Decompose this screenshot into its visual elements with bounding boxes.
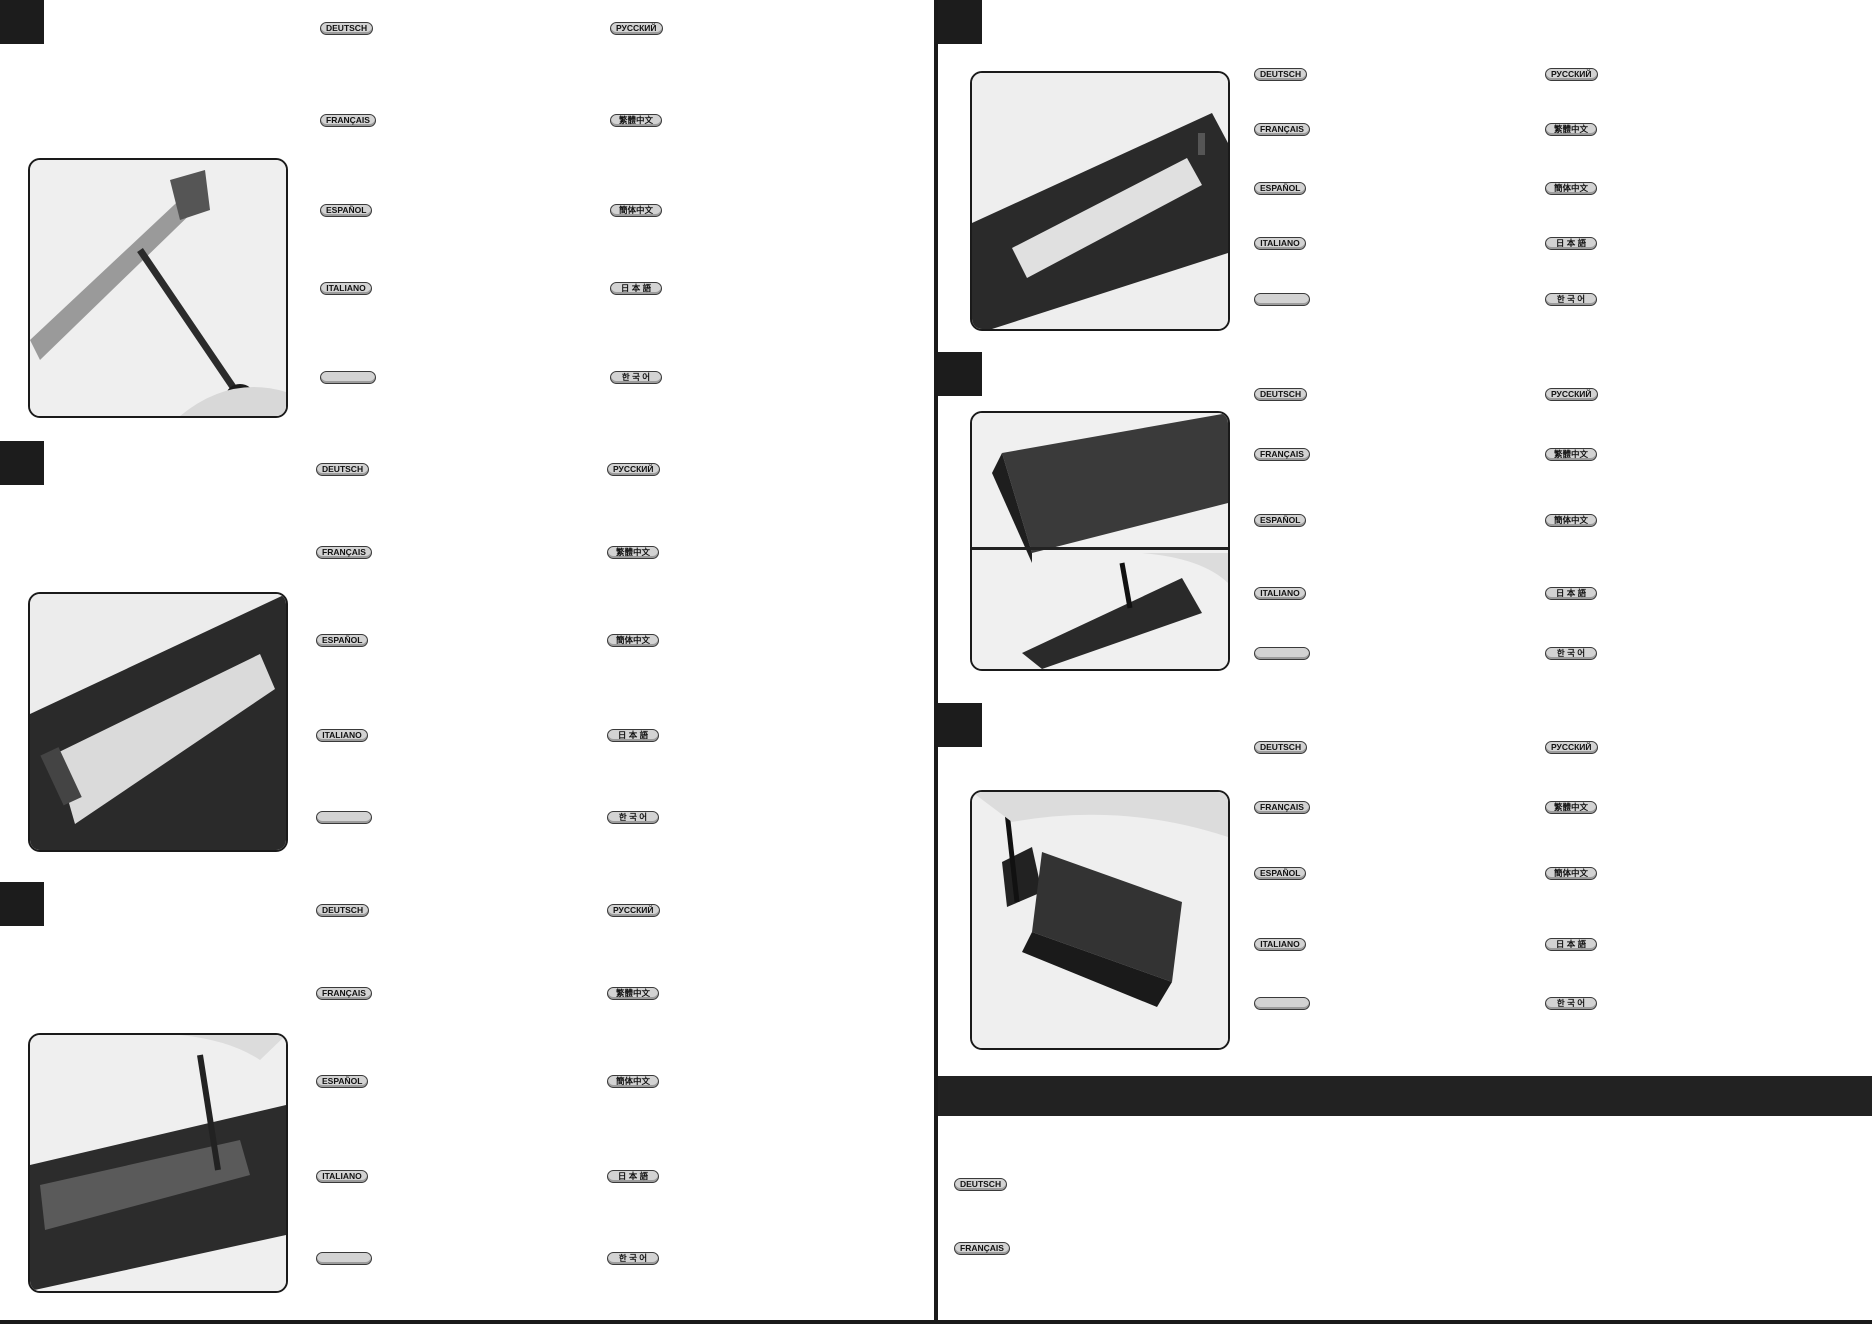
lang-label-japanese: 日 本 語 <box>607 729 659 742</box>
photo-step-6-bracket-mount <box>970 790 1230 1050</box>
lang-label-english <box>316 1252 372 1265</box>
lang-label-japanese: 日 本 語 <box>607 1170 659 1183</box>
lang-label-japanese: 日 本 語 <box>1545 587 1597 600</box>
lang-label-simp-chinese: 簡体中文 <box>610 204 662 217</box>
lang-label-korean: 한 국 어 <box>1545 997 1597 1010</box>
lang-label-japanese: 日 本 語 <box>1545 237 1597 250</box>
lang-label-espanol: ESPAÑOL <box>320 204 373 217</box>
lang-label-italiano: ITALIANO <box>1254 587 1306 600</box>
lang-label-korean: 한 국 어 <box>607 811 659 824</box>
lang-label-russian: РУССКИЙ <box>1545 741 1598 754</box>
lang-label-francais: FRANÇAIS <box>1254 801 1310 814</box>
lang-label-russian: РУССКИЙ <box>610 22 663 35</box>
lang-label-francais: FRANÇAIS <box>954 1242 1010 1255</box>
lang-label-simp-chinese: 簡体中文 <box>1545 867 1597 880</box>
step-6-marker <box>938 703 982 747</box>
lang-label-russian: РУССКИЙ <box>607 904 660 917</box>
lang-label-simp-chinese: 簡体中文 <box>607 634 659 647</box>
lang-label-trad-chinese: 繁體中文 <box>1545 801 1597 814</box>
page-left: DEUTSCH FRANÇAIS ESPAÑOL ITALIANO РУССКИ… <box>0 0 934 1324</box>
photo-step-1-remove-bracket <box>28 158 288 418</box>
lang-label-italiano: ITALIANO <box>320 282 372 295</box>
lang-label-espanol: ESPAÑOL <box>1254 514 1307 527</box>
step-5-marker <box>938 352 982 396</box>
lang-label-trad-chinese: 繁體中文 <box>607 546 659 559</box>
lang-label-japanese: 日 本 語 <box>1545 938 1597 951</box>
bottom-rule <box>0 1320 1872 1324</box>
photo-step-4-ssd-installed <box>970 71 1230 331</box>
screwdriver-bracket-image <box>30 160 286 416</box>
page-divider <box>934 0 938 1324</box>
bracket-mount-image <box>972 792 1228 1048</box>
step-3-marker <box>0 882 44 926</box>
lang-label-espanol: ESPAÑOL <box>316 634 369 647</box>
lang-label-english <box>320 371 376 384</box>
lang-label-trad-chinese: 繁體中文 <box>607 987 659 1000</box>
lang-label-simp-chinese: 簡体中文 <box>607 1075 659 1088</box>
photo-step-2-thermal-pad <box>28 592 288 852</box>
lang-label-korean: 한 국 어 <box>1545 647 1597 660</box>
lang-label-simp-chinese: 簡体中文 <box>1545 182 1597 195</box>
step-4-marker <box>938 0 982 44</box>
lang-label-korean: 한 국 어 <box>1545 293 1597 306</box>
lang-label-espanol: ESPAÑOL <box>1254 182 1307 195</box>
lang-label-deutsch: DEUTSCH <box>320 22 374 35</box>
lang-label-trad-chinese: 繁體中文 <box>1545 448 1597 461</box>
ssd-installed-image <box>972 73 1228 329</box>
lang-label-francais: FRANÇAIS <box>1254 123 1310 136</box>
lang-label-espanol: ESPAÑOL <box>1254 867 1307 880</box>
install-ssd-image <box>30 1035 286 1291</box>
step-2-marker <box>0 441 44 485</box>
lang-label-japanese: 日 本 語 <box>610 282 662 295</box>
lang-label-francais: FRANÇAIS <box>316 546 372 559</box>
photo-step-3-install-ssd <box>28 1033 288 1293</box>
photo-step-5-heatsink <box>970 411 1230 671</box>
lang-label-deutsch: DEUTSCH <box>316 904 370 917</box>
lang-label-francais: FRANÇAIS <box>1254 448 1310 461</box>
lang-label-deutsch: DEUTSCH <box>1254 68 1308 81</box>
lang-label-russian: РУССКИЙ <box>607 463 660 476</box>
lang-label-francais: FRANÇAIS <box>320 114 376 127</box>
lang-label-simp-chinese: 簡体中文 <box>1545 514 1597 527</box>
lang-label-russian: РУССКИЙ <box>1545 388 1598 401</box>
lang-label-italiano: ITALIANO <box>1254 938 1306 951</box>
lang-label-deutsch: DEUTSCH <box>316 463 370 476</box>
lang-label-english <box>1254 293 1310 306</box>
lang-label-francais: FRANÇAIS <box>316 987 372 1000</box>
step-1-marker <box>0 0 44 44</box>
lang-label-korean: 한 국 어 <box>610 371 662 384</box>
lang-label-deutsch: DEUTSCH <box>1254 741 1308 754</box>
lang-label-russian: РУССКИЙ <box>1545 68 1598 81</box>
lang-label-deutsch: DEUTSCH <box>954 1178 1008 1191</box>
lang-label-trad-chinese: 繁體中文 <box>610 114 662 127</box>
lang-label-english <box>1254 647 1310 660</box>
lang-label-deutsch: DEUTSCH <box>1254 388 1308 401</box>
lang-label-italiano: ITALIANO <box>1254 237 1306 250</box>
lang-label-italiano: ITALIANO <box>316 729 368 742</box>
specification-header-bar <box>938 1076 1872 1116</box>
lang-label-korean: 한 국 어 <box>607 1252 659 1265</box>
lang-label-trad-chinese: 繁體中文 <box>1545 123 1597 136</box>
lang-label-english <box>316 811 372 824</box>
page-right: DEUTSCH FRANÇAIS ESPAÑOL ITALIANO РУССКИ… <box>938 0 1872 1324</box>
lang-label-espanol: ESPAÑOL <box>316 1075 369 1088</box>
lang-label-english <box>1254 997 1310 1010</box>
lang-label-italiano: ITALIANO <box>316 1170 368 1183</box>
heatsink-image <box>972 413 1228 669</box>
thermal-pad-image <box>30 594 286 850</box>
